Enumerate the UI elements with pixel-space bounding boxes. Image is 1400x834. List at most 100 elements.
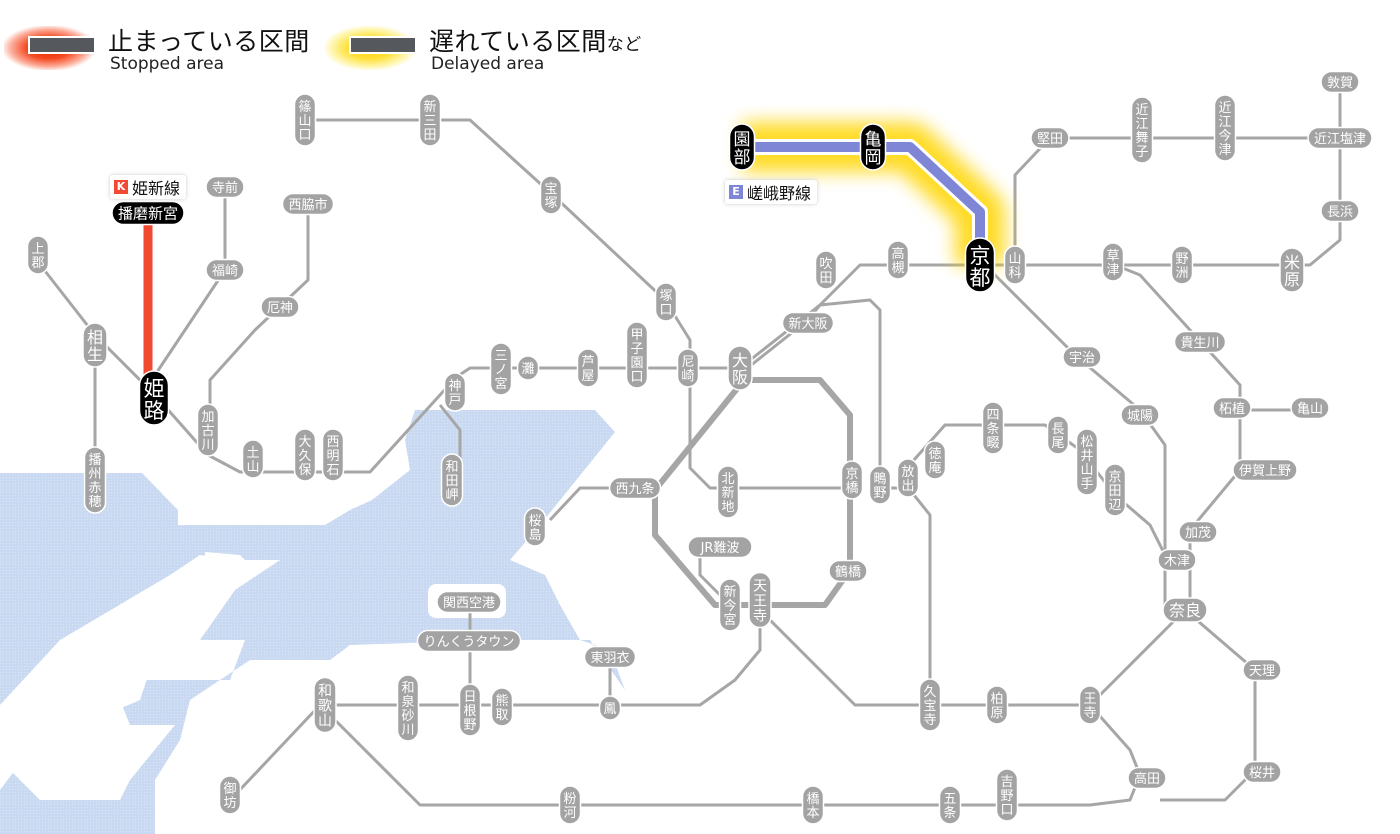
station-81[interactable]: 橋本 — [801, 785, 825, 825]
station-73[interactable]: 日根野 — [458, 683, 482, 737]
station-26[interactable]: 宝塚 — [539, 175, 563, 215]
station-80[interactable]: 粉河 — [558, 785, 582, 825]
station-18[interactable]: 三ノ宮 — [489, 342, 513, 396]
station-52[interactable]: 高田 — [1127, 766, 1167, 790]
station-38[interactable]: 米原 — [1279, 247, 1305, 293]
station-name: 和泉砂川 — [401, 681, 414, 738]
station-33[interactable]: 近江舞子 — [1130, 96, 1154, 164]
station-6[interactable]: 相生 — [82, 322, 108, 368]
station-65[interactable]: JR難波 — [687, 535, 753, 559]
station-74[interactable]: 熊取 — [490, 687, 514, 727]
station-4[interactable]: 京都 — [964, 237, 996, 293]
station-1[interactable]: 姫路 — [138, 370, 170, 426]
station-83[interactable]: 吉野口 — [995, 768, 1019, 822]
station-53[interactable]: 王寺 — [1078, 685, 1102, 725]
station-24[interactable]: 篠山口 — [293, 93, 317, 147]
station-5[interactable]: 上郡 — [26, 235, 50, 275]
station-56[interactable]: 長尾 — [1046, 415, 1070, 455]
station-46[interactable]: 宇治 — [1062, 345, 1102, 369]
station-61[interactable]: 京橋 — [840, 460, 864, 500]
station-19[interactable]: 灘 — [516, 355, 540, 381]
rail-line-segment — [320, 610, 762, 707]
station-marker — [1103, 463, 1127, 517]
station-name: 橋本 — [806, 792, 819, 821]
awaji-island — [0, 555, 240, 760]
station-name: 神戸 — [448, 379, 461, 408]
station-marker — [1075, 428, 1099, 496]
station-79[interactable]: 鳳 — [598, 695, 622, 721]
station-28[interactable]: 新大阪 — [781, 311, 835, 335]
station-17[interactable]: 和田岬 — [440, 453, 464, 507]
station-name: 京都 — [970, 244, 991, 290]
station-31[interactable]: 山科 — [1003, 245, 1027, 285]
station-71[interactable]: 関西空港 — [436, 590, 502, 614]
shikoku-land — [10, 735, 140, 800]
station-66[interactable]: 新今宮 — [718, 578, 742, 632]
station-15[interactable]: 西明石 — [321, 428, 345, 482]
station-name: 桜井 — [1249, 766, 1275, 781]
station-55[interactable]: 松井山手 — [1075, 428, 1099, 496]
station-20[interactable]: 芦屋 — [576, 348, 600, 388]
station-13[interactable]: 土山 — [241, 439, 265, 479]
station-9[interactable]: 福崎 — [205, 258, 245, 282]
station-22[interactable]: 尼崎 — [676, 348, 700, 388]
station-63[interactable]: 西九条 — [608, 476, 662, 500]
station-48[interactable]: 木津 — [1157, 548, 1197, 572]
station-70[interactable]: 柏原 — [985, 685, 1009, 725]
station-7[interactable]: 播州赤穂 — [83, 446, 107, 514]
station-0[interactable]: 播磨新宮 — [111, 200, 185, 226]
station-12[interactable]: 加古川 — [196, 403, 220, 457]
station-40[interactable]: 草津 — [1101, 242, 1125, 282]
osaka-bay-water — [0, 410, 625, 834]
station-54[interactable]: 京田辺 — [1103, 463, 1127, 517]
station-64[interactable]: 桜島 — [523, 507, 547, 547]
station-62[interactable]: 北新地 — [716, 465, 740, 519]
station-21[interactable]: 甲子園口 — [625, 321, 649, 389]
line-badge-sagano[interactable]: E 嵯峨野線 — [725, 180, 818, 204]
station-58[interactable]: 徳庵 — [923, 440, 947, 480]
line-badge-kishin[interactable]: K 姫新線 — [110, 175, 187, 199]
station-37[interactable]: 長浜 — [1320, 199, 1360, 223]
station-25[interactable]: 新三田 — [418, 93, 442, 147]
station-51[interactable]: 桜井 — [1242, 760, 1282, 784]
station-14[interactable]: 大久保 — [293, 428, 317, 482]
station-59[interactable]: 放出 — [896, 458, 920, 498]
station-42[interactable]: 柘植 — [1212, 396, 1252, 420]
station-34[interactable]: 近江今津 — [1213, 94, 1237, 162]
station-47[interactable]: 城陽 — [1120, 403, 1160, 427]
station-60[interactable]: 鴫野 — [868, 465, 892, 505]
station-82[interactable]: 五条 — [938, 785, 962, 825]
station-35[interactable]: 近江塩津 — [1307, 126, 1373, 150]
station-marker — [1320, 70, 1360, 94]
station-16[interactable]: 神戸 — [443, 372, 467, 412]
station-41[interactable]: 貴生川 — [1173, 330, 1227, 354]
station-44[interactable]: 伊賀上野 — [1232, 458, 1298, 482]
station-marker — [801, 785, 825, 825]
station-68[interactable]: 鶴橋 — [828, 559, 868, 583]
station-72[interactable]: りんくうタウン — [416, 629, 522, 653]
station-39[interactable]: 野洲 — [1170, 245, 1194, 285]
station-67[interactable]: 天王寺 — [748, 571, 772, 629]
station-78[interactable]: 東羽衣 — [583, 645, 637, 669]
station-2[interactable]: 園部 — [728, 123, 756, 171]
station-3[interactable]: 亀岡 — [859, 123, 887, 171]
station-77[interactable]: 御坊 — [218, 775, 242, 815]
station-76[interactable]: 和歌山 — [313, 676, 337, 734]
station-50[interactable]: 天理 — [1242, 658, 1282, 682]
station-30[interactable]: 高槻 — [886, 240, 910, 280]
station-27[interactable]: 塚口 — [654, 282, 678, 322]
station-43[interactable]: 亀山 — [1290, 396, 1330, 420]
station-57[interactable]: 四条畷 — [981, 401, 1005, 455]
station-32[interactable]: 堅田 — [1030, 126, 1070, 150]
station-69[interactable]: 久宝寺 — [918, 678, 942, 732]
station-49[interactable]: 奈良 — [1162, 597, 1208, 623]
station-29[interactable]: 吹田 — [814, 250, 838, 290]
station-11[interactable]: 厄神 — [260, 295, 300, 319]
station-45[interactable]: 加茂 — [1178, 520, 1218, 544]
station-36[interactable]: 敦賀 — [1320, 70, 1360, 94]
station-75[interactable]: 和泉砂川 — [396, 674, 420, 742]
station-8[interactable]: 寺前 — [205, 175, 245, 199]
station-23[interactable]: 大阪 — [727, 345, 753, 391]
station-10[interactable]: 西脇市 — [281, 192, 335, 216]
